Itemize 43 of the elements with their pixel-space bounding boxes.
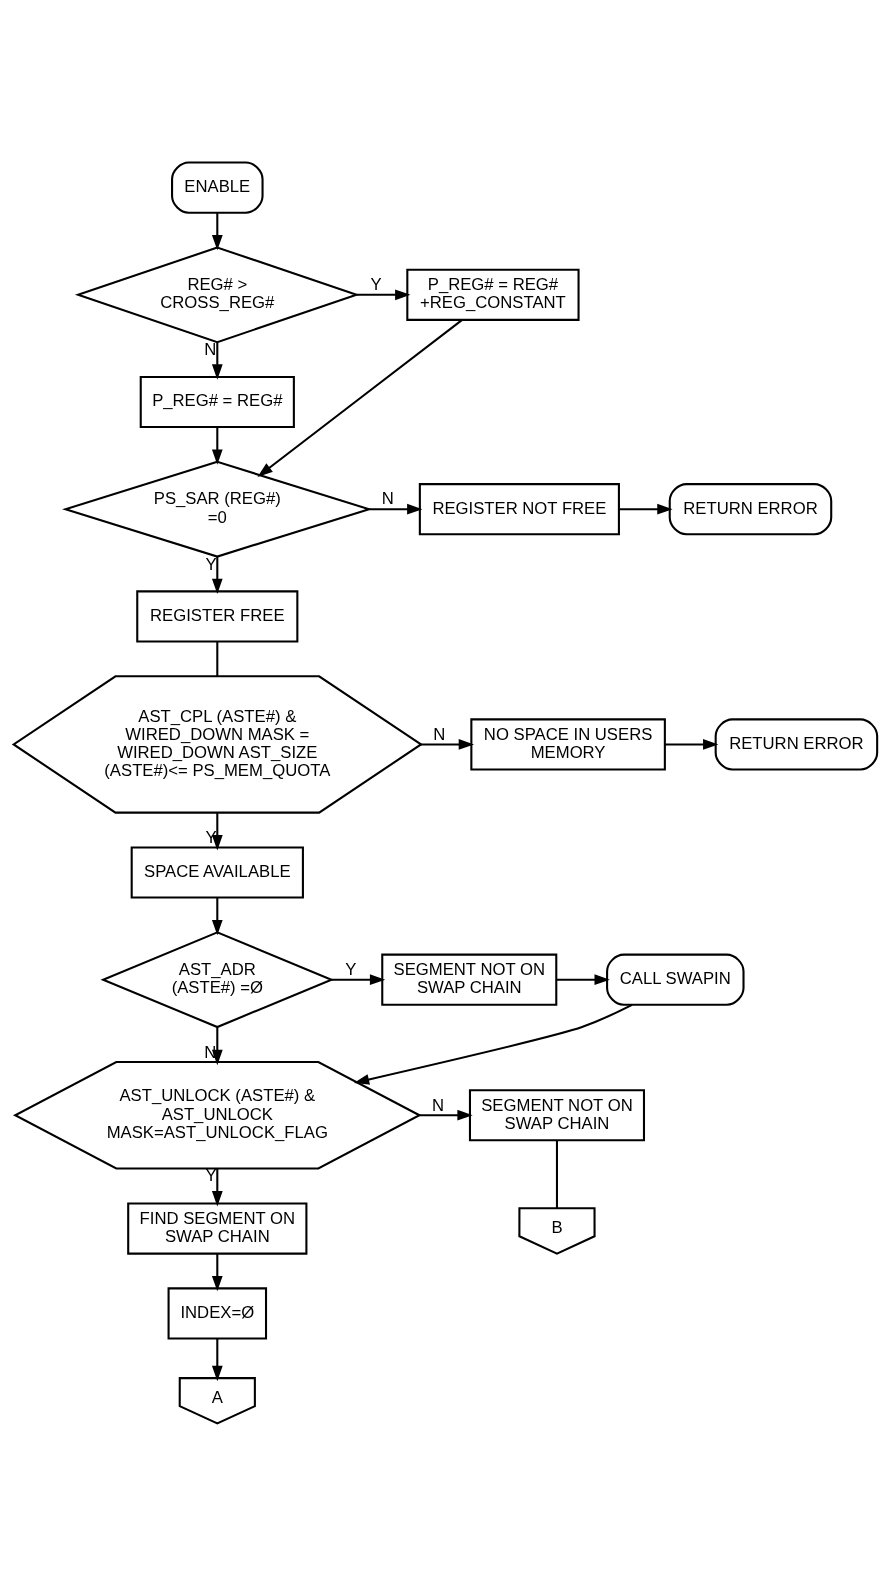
arrow	[556, 973, 610, 985]
arrow	[664, 738, 719, 750]
edge-label: Y	[205, 827, 217, 847]
node-box: RETURN ERROR	[714, 717, 879, 771]
edge-label: Y	[370, 274, 382, 294]
arrow	[211, 1338, 223, 1381]
node-box: SEGMENT NOT ON SWAP CHAIN	[381, 953, 558, 1006]
arrow	[419, 1109, 473, 1121]
arrow	[619, 503, 673, 515]
arrow	[211, 1168, 223, 1206]
node-box: INDEX=Ø	[167, 1286, 268, 1340]
edge-label: Y	[345, 959, 357, 979]
arrow	[369, 503, 423, 515]
arrow	[211, 341, 223, 380]
arrow	[331, 973, 386, 985]
node-box: P_REG# = REG#	[139, 375, 295, 428]
edge-label: N	[381, 488, 394, 508]
arrow	[211, 897, 223, 935]
arrow	[353, 1003, 633, 1085]
node-box: REGISTER FREE	[136, 589, 299, 642]
arrow	[356, 288, 411, 300]
arrow	[211, 426, 223, 465]
node-box: REGISTER NOT FREE	[418, 482, 620, 535]
node-box: CALL SWAPIN	[606, 953, 745, 1006]
node-box: RETURN ERROR	[668, 482, 833, 535]
edge-label: N	[431, 1095, 445, 1115]
arrow	[211, 556, 223, 594]
arrow	[211, 812, 223, 850]
node-box: P_REG# = REG# +REG_CONSTANT	[406, 268, 580, 321]
connector	[555, 1140, 558, 1208]
arrow	[257, 318, 463, 477]
connector	[216, 641, 219, 676]
node-box: SPACE AVAILABLE	[130, 845, 304, 899]
arrow	[211, 1253, 223, 1291]
arrow	[420, 738, 475, 750]
node-box: FIND SEGMENT ON SWAP CHAIN	[127, 1201, 308, 1255]
arrow	[211, 212, 223, 250]
node-diamond: REG# > CROSS_REG#	[74, 245, 360, 343]
node-box: SEGMENT NOT ON SWAP CHAIN	[468, 1088, 646, 1141]
node-box: ENABLE	[171, 161, 264, 214]
node-box: NO SPACE IN USERS MEMORY	[470, 717, 666, 771]
arrow	[211, 1026, 223, 1065]
edge-label: N	[433, 724, 446, 744]
